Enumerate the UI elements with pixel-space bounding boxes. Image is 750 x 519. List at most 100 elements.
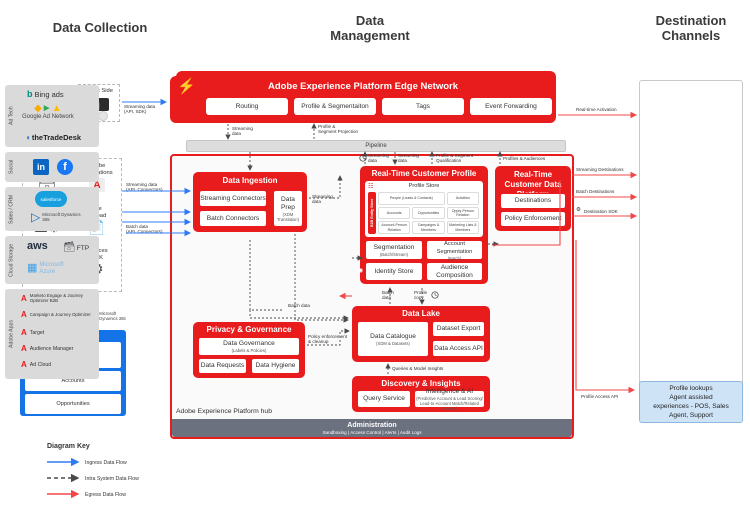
dest-row-target: A Target	[21, 328, 44, 337]
dest-row-campaign-journey: A Campaign & Journey Optimizer	[21, 310, 91, 319]
flow-label-streaming-connectors: Streaming data (API, Connectors)	[126, 182, 163, 193]
key-label-ingress: Ingress Data Flow	[85, 460, 127, 466]
flow-label-profile-segment-projection: Profile & Segment Projection	[318, 124, 358, 135]
data-requests-box[interactable]: Data Requests	[198, 358, 247, 374]
data-catalogue-box[interactable]: Data Catalogue (XDM & Datasets)	[357, 321, 429, 357]
streaming-connectors-label: Streaming Connectors	[200, 194, 266, 202]
dest-group-cloud-storage: Cloud Storage aws 🗃 FTP ▦ Microsoft Azur…	[5, 236, 99, 284]
diagram-key-title: Diagram Key	[47, 443, 90, 450]
streaming-conn-line2: (API, Connectors)	[126, 187, 163, 193]
psq-line1: Profile & Segment	[436, 153, 474, 158]
edge-pill-event-forwarding[interactable]: Event Forwarding	[470, 98, 552, 115]
audience-composition-line1: Audience	[440, 263, 469, 271]
ad-cloud-label: Ad Cloud	[29, 361, 52, 368]
dest-row-audience-manager: A Audience Manager	[21, 344, 73, 353]
realtime-cdp-module: Real-Time Customer Data Platform Destina…	[495, 166, 571, 231]
flow-label-profile-access-api: Profile Access API	[581, 394, 619, 399]
batch-conn-line2: (API, Connectors)	[126, 229, 163, 235]
audience-composition-box[interactable]: Audience Composition	[426, 262, 483, 281]
segmentation-sub: (Batch/Stream)	[379, 251, 409, 257]
identity-icon: ◉	[358, 268, 364, 274]
account-segmentation-label: Account Segmentation	[436, 240, 473, 255]
query-service-label: Query Service	[363, 395, 405, 402]
account-segmentation-box[interactable]: Account Segmentation (Batch)	[426, 240, 483, 261]
entity-opportunities: Opportunities	[412, 206, 445, 220]
rtcp-title: Real-Time Customer Profile	[371, 169, 477, 178]
flow-label-streaming-destinations: Streaming Destinations	[576, 167, 624, 172]
salesforce-dest-label: salesforce	[40, 196, 62, 202]
streaming-api-sdk-line2: (API, SDK)	[124, 109, 147, 115]
data-hygiene-box[interactable]: Data Hygiene	[251, 358, 300, 374]
dataset-export-box[interactable]: Dataset Export	[432, 321, 485, 337]
flow-label-streaming-api-sdk: Streaming data (API, SDK)	[124, 104, 155, 115]
data-governance-box[interactable]: Data Governance (Labels & Policies)	[198, 337, 300, 356]
profile-lookup-label: Profile lookups Agent assisted experienc…	[653, 385, 729, 419]
query-service-box[interactable]: Query Service	[357, 390, 411, 408]
edge-pill-profile-segmentation[interactable]: Profile & Segmentaiton	[294, 98, 376, 115]
edge-pill-tags[interactable]: Tags	[382, 98, 464, 115]
discovery-insights-module: Discovery & Insights Query Service Intel…	[352, 376, 490, 412]
dest-category-sales-crm: Sales / CRM	[8, 194, 15, 224]
dest-category-ad-tech: Ad Tech	[8, 106, 15, 126]
segmentation-box[interactable]: Segmentation (Batch/Stream)	[365, 240, 423, 260]
sip-line2: data	[368, 158, 377, 164]
rtcdp-title-line1: Real-Time	[513, 170, 553, 179]
streaming-connectors-box[interactable]: Streaming Connectors	[199, 190, 267, 207]
flow-label-streaming-data-prep-out: Streaming data	[312, 194, 333, 205]
marketo-engage-dest-label: Marketo Engage & Journey Optimizer B2B	[29, 293, 83, 304]
audience-composition-line2: Composition	[436, 271, 473, 279]
streaming-conn-line1: Streaming data	[126, 182, 158, 187]
data-prep-sub: (XDM Translation)	[277, 211, 299, 222]
flow-label-realtime-activation: Real-time Activation	[576, 107, 617, 112]
policy-enforcement-box[interactable]: Policy Enforcement	[500, 211, 566, 227]
salesforce-dest-icon: salesforce	[35, 191, 67, 207]
dest-row-ftp: 🗃 FTP	[63, 243, 89, 253]
adobe-ad-cloud-icon: A	[21, 360, 27, 369]
entity-account-person-relation: Account-Person Relation	[378, 221, 411, 234]
profile-lookup-box: Profile lookups Agent assisted experienc…	[639, 381, 743, 423]
dest-row-marketo-engage: A Marketo Engage & Journey Optimizer B2B	[21, 293, 92, 303]
intelligence-ai-sub-line2: Lead-to-Account Match/Related Account)	[420, 400, 479, 411]
pcopy-line1: Profile	[414, 290, 428, 295]
data-management-line1: Data	[355, 13, 385, 28]
identity-store-box[interactable]: Identity Store	[365, 262, 423, 281]
data-catalogue-sub: (XDM & Datasets)	[376, 340, 410, 346]
flow-label-streaming-ingest-profile: Streaming data	[368, 153, 389, 164]
profile-store-title: Profile Store	[408, 183, 440, 189]
batch-connectors-box[interactable]: Batch Connectors	[199, 210, 267, 227]
flow-label-queries-model-insights: Queries & Model Insights	[392, 366, 444, 371]
thetradedesk-label: theTradeDesk	[31, 133, 82, 142]
identity-store-label: Identity Store	[374, 267, 414, 275]
dest-row-thetradedesk: ◑ theTradeDesk	[25, 133, 81, 142]
privacy-governance-module: Privacy & Governance Data Governance (La…	[193, 322, 305, 378]
flow-label-profiles-audiences: Profiles & Audiences	[503, 156, 546, 161]
pipeline-label: Pipeline	[365, 143, 387, 149]
b2b-entity-store-bar: B2B Entity Store	[368, 192, 376, 234]
destination-sdk-icon: ⚙	[576, 207, 581, 213]
batch-connectors-label: Batch Connectors	[206, 214, 260, 222]
dynamics-line2: Dynamics 365	[99, 316, 126, 321]
flow-label-streaming-prep: Streaming data	[398, 153, 419, 164]
data-management-line2: Management	[330, 28, 410, 43]
campaign-journey-label: Campaign & Journey Optimizer	[29, 311, 91, 317]
data-prep-box[interactable]: Data Prep (XDM Translation)	[273, 190, 303, 227]
edge-pill-routing[interactable]: Routing	[206, 98, 288, 115]
facebook-icon: f	[57, 159, 73, 175]
dest-category-social: Social	[8, 159, 15, 175]
dest-row-dynamics: ▷ Microsoft Dynamics 365	[31, 211, 82, 223]
adobe-target-icon: A	[21, 328, 27, 337]
data-access-api-label: Data Access API	[434, 344, 483, 352]
entity-accounts: Accounts	[378, 206, 411, 220]
destinations-box[interactable]: Destinations	[500, 193, 566, 209]
dynamics-line1: Microsoft	[99, 311, 117, 316]
destination-channels-line1: Destination	[655, 13, 727, 28]
b2b-entity-store-label: B2B Entity Store	[370, 198, 374, 228]
pcopy-line2: copy	[414, 295, 424, 301]
psp-line2: Segment Projection	[318, 129, 359, 135]
column-heading-destination-channels: Destination Channels	[621, 13, 750, 43]
dest-group-ad-tech: Ad Tech b Bing ads ◆►▲ Google Ad Network…	[5, 85, 99, 147]
profile-entity-grid: People (Leads & Contacts) Activities Acc…	[378, 192, 479, 234]
intelligence-ai-box[interactable]: Intelligence & AI (Predictive Account & …	[414, 388, 485, 411]
data-ingestion-title: Data Ingestion	[222, 176, 278, 185]
data-access-api-box[interactable]: Data Access API	[432, 340, 485, 357]
